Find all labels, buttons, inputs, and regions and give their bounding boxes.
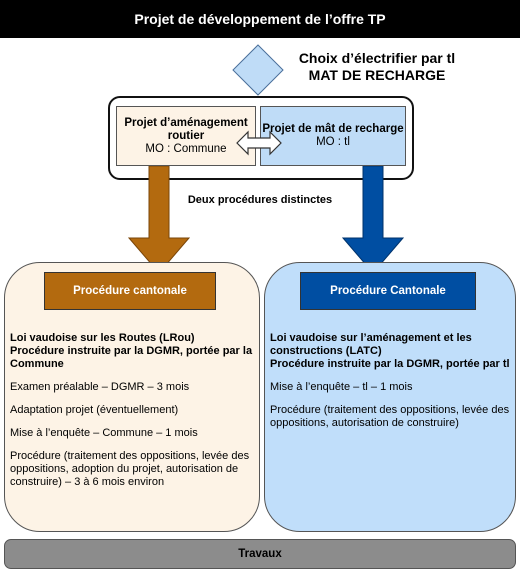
procedure-header-right: Procédure Cantonale	[300, 272, 476, 310]
road-project-box: Projet d’aménagement routier MO : Commun…	[116, 106, 256, 166]
law-name: Loi vaudoise sur l’aménagement et les co…	[270, 332, 472, 357]
diagram-title: Projet de développement de l’offre TP	[0, 0, 520, 38]
procedure-body-right: Loi vaudoise sur l’aménagement et les co…	[270, 332, 510, 440]
decision-diamond	[232, 44, 284, 96]
decision-label-line2: MAT DE RECHARGE	[308, 67, 446, 83]
law-reference: Loi vaudoise sur l’aménagement et les co…	[270, 332, 510, 371]
procedure-step: Mise à l’enquête – tl – 1 mois	[270, 381, 413, 393]
procedure-header-left: Procédure cantonale	[44, 272, 216, 310]
mast-project-owner: MO : tl	[316, 136, 350, 148]
law-name: Loi vaudoise sur les Routes (LRou)	[10, 332, 195, 344]
procedure-step: Mise à l’enquête – Commune – 1 mois	[10, 427, 198, 439]
flow-arrow-right	[342, 166, 404, 274]
mast-project-title: Projet de mât de recharge	[262, 123, 404, 135]
decision-label-line1: Choix d’électrifier par tl	[298, 50, 456, 66]
road-project-owner: MO : Commune	[145, 142, 227, 155]
flow-arrow-left	[128, 166, 190, 274]
procedure-step: Procédure (traitement des oppositions, l…	[270, 404, 510, 429]
mast-project-box: Projet de mât de recharge MO : tl	[260, 106, 406, 166]
decision-label: Choix d’électrifier par tl MAT DE RECHAR…	[292, 50, 462, 84]
procedure-step: Adaptation projet (éventuellement)	[10, 404, 179, 416]
procedure-body-left: Loi vaudoise sur les Routes (LRou) Procé…	[10, 332, 254, 499]
law-authority: Procédure instruite par la DGMR, portée …	[270, 358, 510, 370]
procedure-step: Examen préalable – DGMR – 3 mois	[10, 381, 190, 393]
law-reference: Loi vaudoise sur les Routes (LRou) Procé…	[10, 332, 254, 371]
procedure-step: Procédure (traitement des oppositions, l…	[10, 450, 250, 488]
two-way-arrow-icon	[236, 130, 282, 156]
law-authority: Procédure instruite par la DGMR, portée …	[10, 345, 253, 370]
works-bar: Travaux	[4, 539, 516, 569]
procedures-caption: Deux procédures distinctes	[187, 194, 333, 206]
road-project-title: Projet d’aménagement routier	[124, 116, 248, 142]
